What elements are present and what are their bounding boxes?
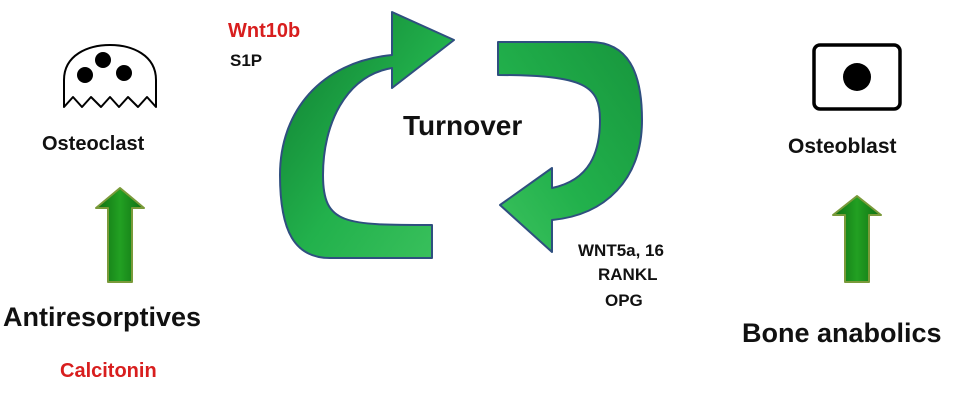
osteoclast-cell-icon: [63, 44, 157, 108]
wnt10b-label: Wnt10b: [228, 20, 301, 42]
up-arrow-right: [832, 195, 882, 283]
calcitonin-label: Calcitonin: [60, 360, 157, 382]
s1p-label: S1P: [230, 51, 263, 70]
turnover-arrow-bottom: [497, 41, 643, 253]
osteoblast-label: Osteoblast: [788, 135, 897, 158]
bone-anabolics-label: Bone anabolics: [742, 318, 942, 348]
up-arrow-left: [95, 187, 145, 283]
rankl-label: RANKL: [598, 265, 658, 284]
opg-label: OPG: [605, 291, 643, 310]
turnover-arrow-top: [279, 11, 455, 259]
osteoblast-cell-icon: [812, 43, 902, 111]
osteoclast-label: Osteoclast: [42, 133, 145, 155]
wnt5a-label: WNT5a, 16: [578, 241, 664, 260]
turnover-label: Turnover: [403, 110, 523, 141]
antiresorptives-label: Antiresorptives: [3, 302, 202, 332]
